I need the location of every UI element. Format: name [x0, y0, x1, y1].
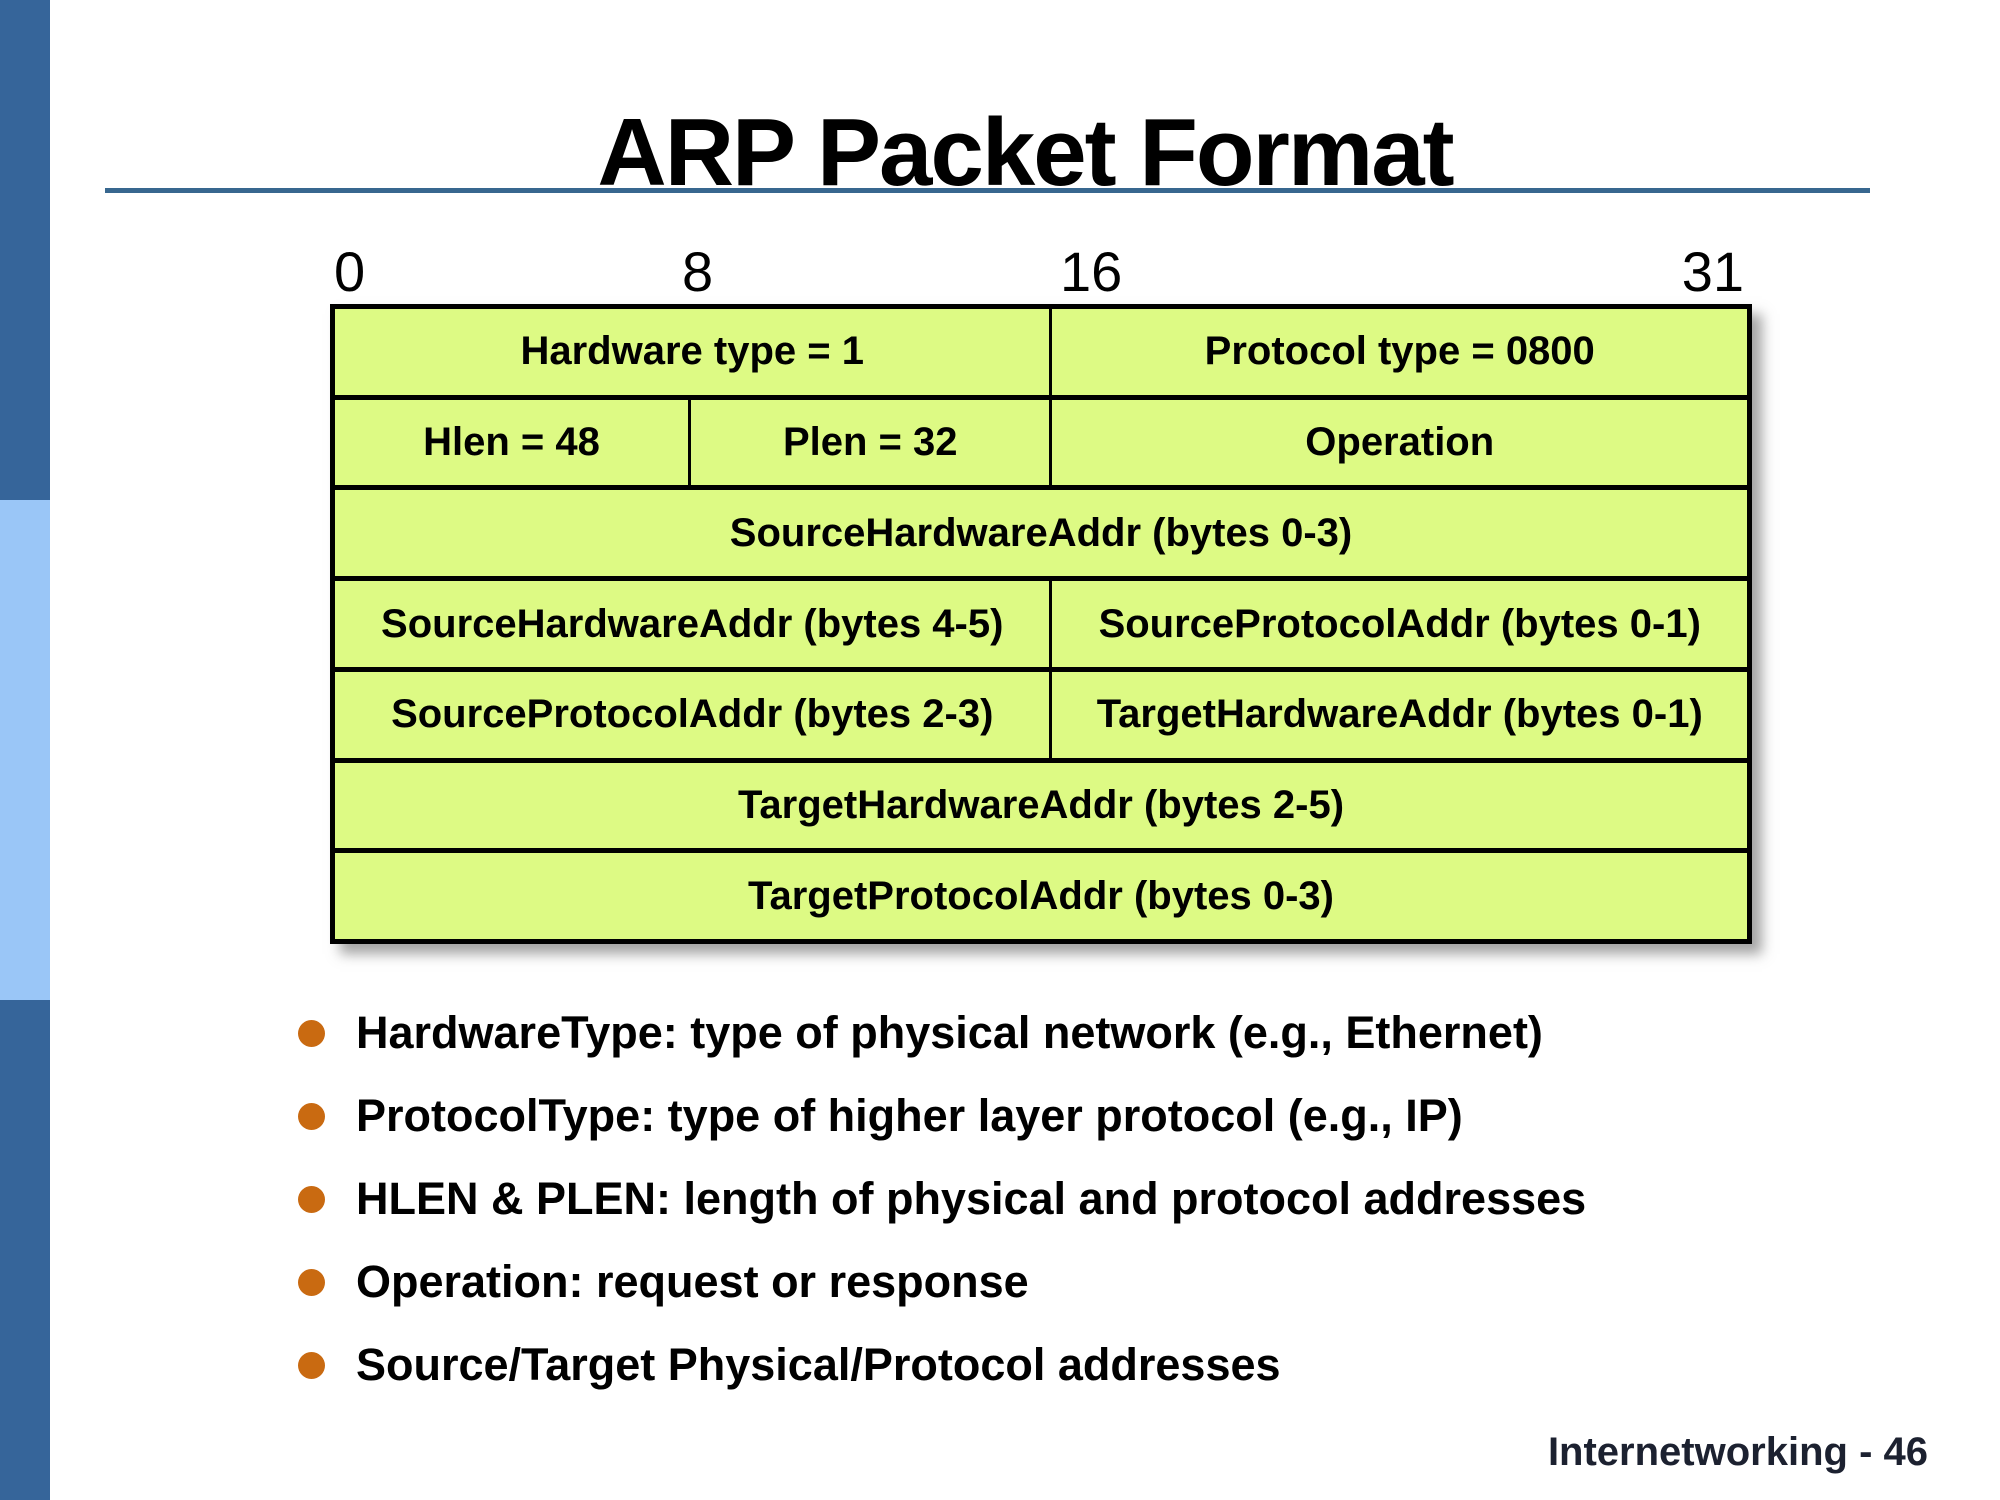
packet-row-1: Hardware type = 1 Protocol type = 0800 — [335, 309, 1747, 395]
bullet-icon — [298, 1019, 325, 1047]
arp-packet-diagram: Hardware type = 1 Protocol type = 0800 H… — [330, 304, 1752, 944]
bit-label-8: 8 — [682, 240, 714, 303]
bullet-text-protocol-type: ProtocolType: type of higher layer proto… — [356, 1090, 1463, 1141]
field-target-hardware-addr-0-1: TargetHardwareAddr (bytes 0-1) — [1049, 671, 1747, 758]
packet-row-5: SourceProtocolAddr (bytes 2-3) TargetHar… — [335, 666, 1747, 758]
bit-label-0: 0 — [334, 240, 366, 303]
bullet-list: HardwareType: type of physical network (… — [298, 1006, 1586, 1421]
list-item: ProtocolType: type of higher layer proto… — [298, 1089, 1586, 1143]
packet-row-7: TargetProtocolAddr (bytes 0-3) — [335, 848, 1747, 939]
field-target-protocol-addr-0-3: TargetProtocolAddr (bytes 0-3) — [748, 873, 1334, 918]
field-plen: Plen = 32 — [688, 399, 1049, 486]
packet-row-2: Hlen = 48 Plen = 32 Operation — [335, 394, 1747, 486]
field-protocol-type: Protocol type = 0800 — [1049, 309, 1747, 395]
field-target-hardware-addr-2-5: TargetHardwareAddr (bytes 2-5) — [737, 782, 1345, 827]
field-hlen: Hlen = 48 — [423, 420, 600, 465]
list-item: HardwareType: type of physical network (… — [298, 1006, 1586, 1060]
bullet-icon — [298, 1351, 325, 1379]
packet-row-4: SourceHardwareAddr (bytes 4-5) SourcePro… — [335, 576, 1747, 667]
page-number: Internetworking - 46 — [1547, 1430, 1928, 1474]
field-operation: Operation — [1049, 399, 1747, 486]
sidebar-accent-top — [0, 0, 50, 500]
bit-label-16: 16 — [1060, 240, 1123, 303]
field-source-hardware-addr-0-3: SourceHardwareAddr (bytes 0-3) — [729, 510, 1353, 555]
packet-row-3: SourceHardwareAddr (bytes 0-3) — [335, 485, 1747, 576]
title-divider — [105, 188, 1870, 193]
field-source-hardware-addr-4-5: SourceHardwareAddr (bytes 4-5) — [381, 601, 1004, 646]
bit-label-31: 31 — [1681, 240, 1744, 303]
bullet-text-addresses: Source/Target Physical/Protocol addresse… — [356, 1339, 1281, 1390]
bit-offset-labels: 0 8 16 31 — [330, 244, 1752, 304]
bullet-icon — [298, 1268, 325, 1296]
list-item: Operation: request or response — [298, 1255, 1586, 1309]
bullet-text-hlen-plen: HLEN & PLEN: length of physical and prot… — [356, 1173, 1587, 1224]
packet-row-6: TargetHardwareAddr (bytes 2-5) — [335, 757, 1747, 849]
slide-title: ARP Packet Format — [597, 99, 1454, 207]
bullet-icon — [298, 1102, 325, 1130]
field-source-protocol-addr-0-1: SourceProtocolAddr (bytes 0-1) — [1049, 581, 1747, 667]
list-item: Source/Target Physical/Protocol addresse… — [298, 1338, 1586, 1392]
list-item: HLEN & PLEN: length of physical and prot… — [298, 1172, 1586, 1226]
field-source-protocol-addr-2-3: SourceProtocolAddr (bytes 2-3) — [391, 692, 994, 737]
bullet-icon — [298, 1185, 325, 1213]
sidebar-accent-bottom — [0, 1000, 50, 1500]
sidebar-accent-middle — [0, 500, 50, 1000]
bullet-text-hardware-type: HardwareType: type of physical network (… — [356, 1007, 1543, 1058]
field-hardware-type: Hardware type = 1 — [520, 329, 864, 374]
bullet-text-operation: Operation: request or response — [356, 1256, 1029, 1307]
